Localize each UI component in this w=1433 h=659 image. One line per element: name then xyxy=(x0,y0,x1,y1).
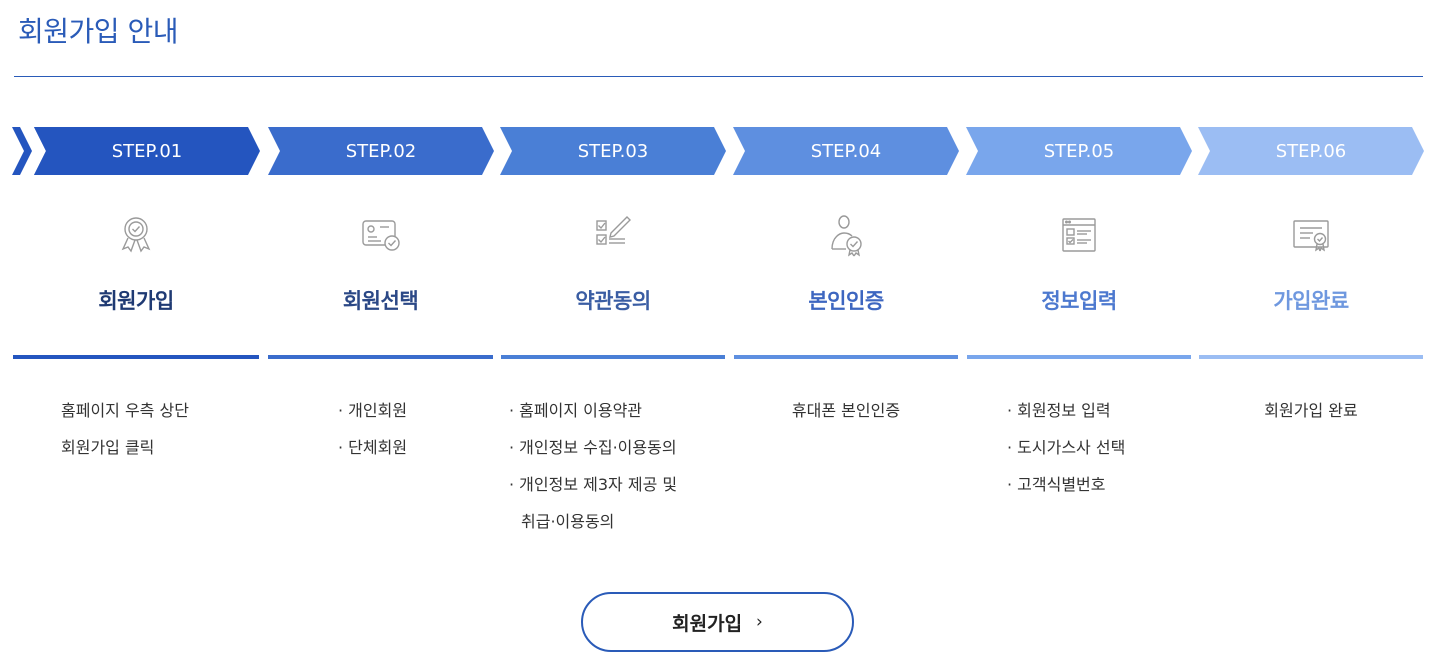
step-desc-line: · 도시가스사 선택 xyxy=(1007,438,1126,457)
step-desc-line: 회원가입 클릭 xyxy=(61,438,155,457)
step-column-3: 약관동의 · 홈페이지 이용약관 · 개인정보 수집·이용동의 · 개인정보 제… xyxy=(501,195,725,540)
title-divider xyxy=(14,76,1423,77)
step-desc-line: 휴대폰 본인인증 xyxy=(791,401,901,420)
step-name-1: 회원가입 xyxy=(98,289,174,313)
award-badge-icon xyxy=(121,217,151,253)
step-rule-6 xyxy=(1199,355,1423,359)
step-desc-line: 취급·이용동의 xyxy=(521,512,615,531)
step-desc-3: · 홈페이지 이용약관 · 개인정보 수집·이용동의 · 개인정보 제3자 제공… xyxy=(501,392,725,540)
step-rule-1 xyxy=(13,355,259,359)
step-rule-4 xyxy=(734,355,958,359)
step-arrow-3: STEP.03 xyxy=(500,127,726,175)
id-card-check-icon xyxy=(361,220,400,251)
step-arrow-2: STEP.02 xyxy=(268,127,494,175)
step-desc-6: 회원가입 완료 xyxy=(1199,392,1423,429)
step-name-4: 본인인증 xyxy=(808,289,884,313)
step-name-6: 가입완료 xyxy=(1273,289,1349,313)
step-rule-5 xyxy=(967,355,1191,359)
step-name-5: 정보입력 xyxy=(1041,289,1117,313)
step-column-5: 정보입력 · 회원정보 입력 · 도시가스사 선택 · 고객식별번호 xyxy=(967,195,1191,503)
step-desc-line: · 개인정보 수집·이용동의 xyxy=(509,438,677,457)
form-window-icon xyxy=(1062,218,1096,252)
step-desc-line: 회원가입 완료 xyxy=(1264,401,1358,420)
step-arrow-1: STEP.01 xyxy=(34,127,260,175)
step-rule-2 xyxy=(268,355,493,359)
chevron-right-icon: › xyxy=(756,612,763,632)
step-column-6: 가입완료 회원가입 완료 xyxy=(1199,195,1423,429)
step-desc-4: 휴대폰 본인인증 xyxy=(734,392,958,429)
checklist-pen-icon xyxy=(596,216,631,245)
join-button-label: 회원가입 xyxy=(672,612,743,635)
step-desc-1: 홈페이지 우측 상단 회원가입 클릭 xyxy=(13,392,259,466)
user-verify-icon xyxy=(831,215,862,257)
step-desc-line: · 고객식별번호 xyxy=(1007,475,1106,494)
step-desc-line: · 개인정보 제3자 제공 및 xyxy=(509,475,678,494)
step-rule-3 xyxy=(501,355,725,359)
join-button[interactable]: 회원가입 › xyxy=(581,592,854,652)
steps-bar: STEP.01 STEP.02 STEP.03 STEP.04 STEP.05 … xyxy=(0,127,1433,175)
step-name-2: 회원선택 xyxy=(342,289,419,313)
step-desc-line: · 회원정보 입력 xyxy=(1007,401,1111,420)
page-title: 회원가입 안내 xyxy=(18,15,178,48)
step-desc-line: · 홈페이지 이용약관 xyxy=(509,401,643,420)
step-arrow-6: STEP.06 xyxy=(1198,127,1424,175)
step-arrow-4: STEP.04 xyxy=(733,127,959,175)
step-column-4: 본인인증 휴대폰 본인인증 xyxy=(734,195,958,429)
step-desc-line: · 단체회원 xyxy=(338,438,408,457)
step-column-1: 회원가입 홈페이지 우측 상단 회원가입 클릭 xyxy=(13,195,259,466)
step-desc-5: · 회원정보 입력 · 도시가스사 선택 · 고객식별번호 xyxy=(967,392,1191,503)
step-desc-2: · 개인회원 · 단체회원 xyxy=(268,392,493,466)
step-column-2: 회원선택 · 개인회원 · 단체회원 xyxy=(268,195,493,466)
step-arrow-5: STEP.05 xyxy=(966,127,1192,175)
certificate-check-icon xyxy=(1293,220,1329,252)
step-desc-line: · 개인회원 xyxy=(338,401,408,420)
step-name-3: 약관동의 xyxy=(575,289,651,313)
step-desc-line: 홈페이지 우측 상단 xyxy=(61,401,189,420)
